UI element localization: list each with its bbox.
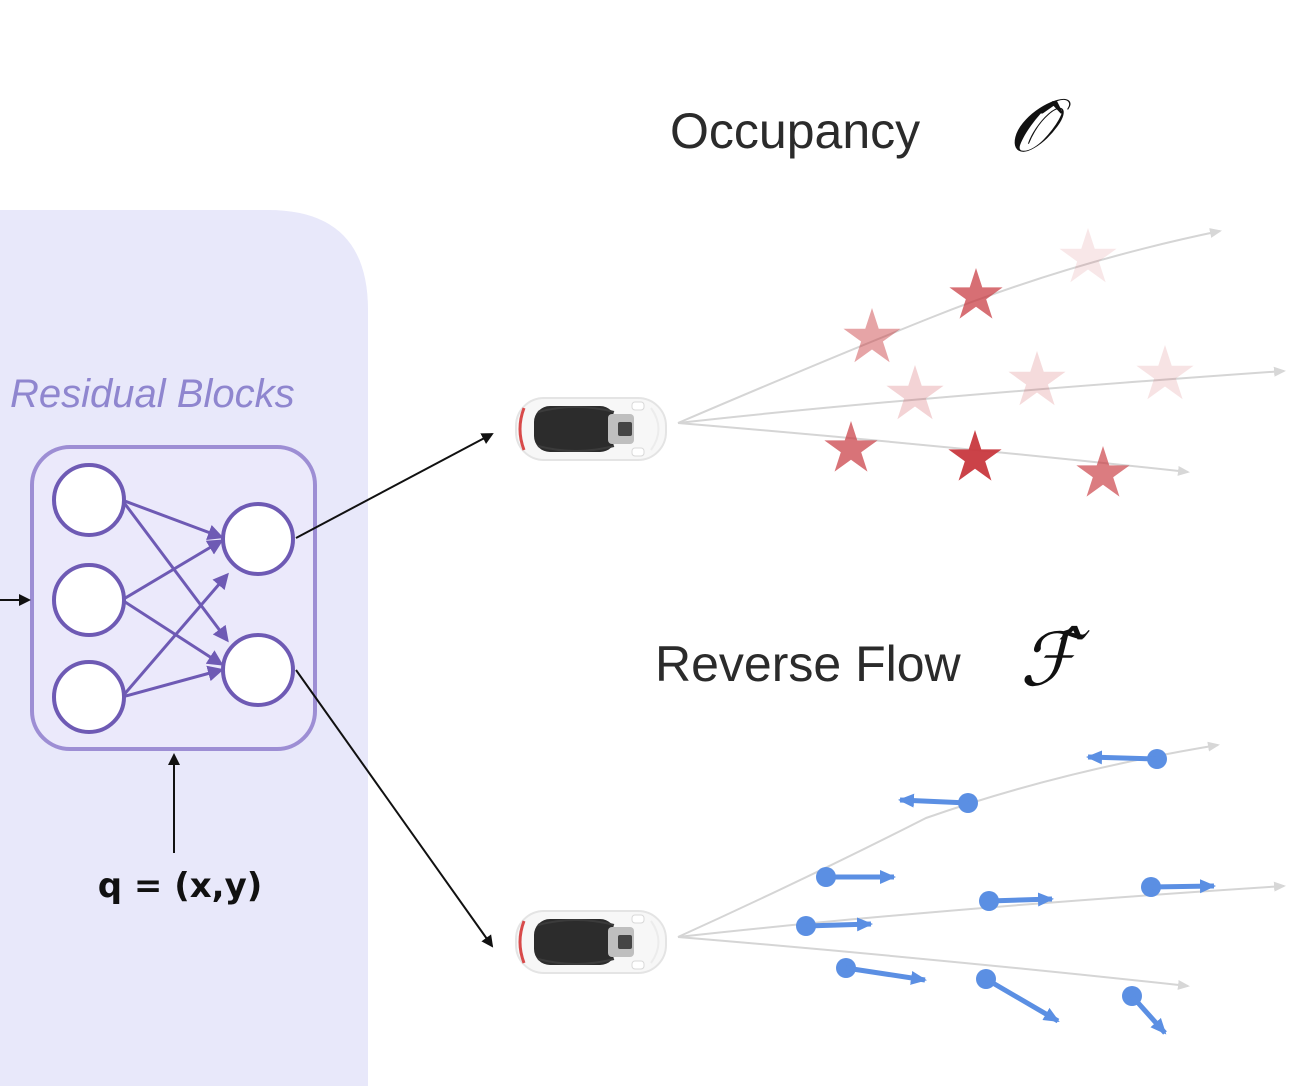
residual-panel: Residual Blocks q = (x,y) — [0, 210, 368, 1086]
occupancy-symbol: 𝒪̂ — [1008, 83, 1072, 169]
car-top-view-icon-occupancy — [514, 396, 668, 462]
trajectory-path — [677, 422, 1190, 476]
residual-panel-title: Residual Blocks — [10, 372, 295, 416]
reverse-flow-trajectories — [677, 741, 1286, 990]
trajectory-path — [677, 741, 1220, 938]
trajectory-path — [677, 936, 1190, 990]
star-marker-icon — [1008, 351, 1066, 406]
star-marker-icon — [948, 430, 1002, 481]
reverse-flow-markers — [796, 749, 1216, 1035]
trajectory-path — [677, 228, 1222, 424]
network-connections — [120, 498, 229, 699]
reverse-flow-symbol: ℱ̂ — [1020, 617, 1090, 703]
flow-marker — [976, 969, 1060, 1024]
flow-marker — [816, 867, 896, 887]
flow-arrow-icon — [898, 793, 969, 808]
flow-arrow-icon — [1150, 879, 1216, 894]
output-neurons — [221, 502, 295, 707]
occupancy-heading: Occupancy 𝒪̂ — [670, 83, 1072, 169]
flow-marker — [1141, 877, 1216, 897]
trajectory-path — [677, 366, 1286, 424]
reverse-flow-title: Reverse Flow — [655, 636, 962, 692]
occupancy-title: Occupancy — [670, 103, 920, 159]
connection-line — [121, 539, 224, 602]
flow-marker — [898, 793, 978, 813]
occupancy-output-arrow — [295, 433, 494, 539]
star-marker-icon — [1059, 228, 1117, 283]
trajectory-path — [677, 881, 1286, 938]
occupancy-stars — [824, 228, 1194, 497]
reverse-flow-output-arrow — [295, 669, 494, 948]
star-marker-icon — [1076, 446, 1130, 497]
neuron-circle — [52, 660, 126, 734]
neuron-circle — [221, 633, 295, 707]
neuron-circle — [221, 502, 295, 576]
flow-arrow-icon — [845, 965, 927, 985]
star-marker-icon — [824, 421, 878, 472]
neuron-circle — [52, 563, 126, 637]
connection-line — [120, 572, 229, 698]
flow-arrow-icon — [1130, 994, 1167, 1035]
flow-arrow-icon — [984, 976, 1060, 1024]
star-marker-icon — [843, 308, 901, 363]
occupancy-trajectories — [677, 228, 1286, 476]
neuron-circle — [52, 463, 126, 537]
connection-line — [121, 498, 224, 540]
query-label: q = (x,y) — [98, 866, 263, 906]
star-marker-icon — [886, 365, 944, 420]
flow-marker — [979, 891, 1054, 911]
connection-line — [121, 598, 224, 666]
flow-arrow-icon — [988, 892, 1054, 907]
flow-marker — [836, 958, 927, 985]
flow-marker — [1086, 749, 1167, 769]
flow-arrow-icon — [1086, 750, 1158, 765]
flow-marker — [796, 916, 873, 936]
input-neurons — [52, 463, 126, 734]
flow-arrow-icon — [805, 917, 873, 932]
star-marker-icon — [949, 268, 1003, 319]
reverse-flow-heading: Reverse Flow ℱ̂ — [655, 617, 1090, 703]
connection-line — [121, 665, 224, 699]
star-marker-icon — [1136, 345, 1194, 400]
car-top-view-icon-reverse-flow — [514, 909, 668, 975]
flow-marker — [1122, 986, 1167, 1035]
